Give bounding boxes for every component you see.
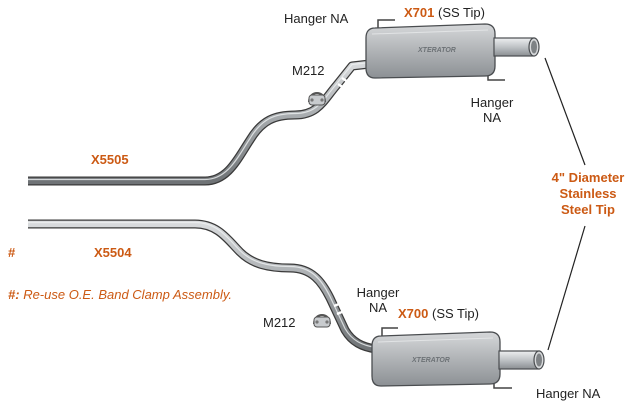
m212-clamp-icon-bottom: [313, 314, 331, 328]
hanger-mid-line-2: NA: [368, 300, 388, 315]
x701-label: X701 (SS Tip): [404, 5, 485, 20]
band-clamp-note: #: Re-use O.E. Band Clamp Assembly.: [8, 287, 232, 302]
muffler-x701: XTERATOR: [365, 19, 540, 81]
stainless-tip-callout: 4" Diameter Stainless Steel Tip: [540, 170, 636, 218]
hash-marker: #: [8, 245, 16, 260]
hanger-mid-line-1: Hanger: [356, 285, 400, 300]
muffler-brand-top: XTERATOR: [417, 47, 456, 54]
x701-tip-note: (SS Tip): [438, 5, 485, 20]
pipe-x5505: [28, 59, 371, 186]
x5505-part-number: X5505: [91, 152, 129, 167]
note-text: Re-use O.E. Band Clamp Assembly.: [23, 287, 232, 302]
tip-callout-line-1: 4" Diameter: [551, 170, 625, 185]
hanger-right-line-1: Hanger: [470, 95, 514, 110]
hanger-right-line-2: NA: [482, 110, 502, 125]
note-hash: #:: [8, 287, 20, 302]
muffler-brand-bottom: XTERATOR: [411, 357, 450, 364]
hanger-na-label-mid: Hanger NA: [355, 285, 401, 315]
m212-clamp-icon-top: [308, 92, 326, 106]
clamp-band-bottom: [333, 300, 348, 316]
tip-callout-line-2: Stainless: [559, 186, 617, 201]
x701-part-number: X701: [404, 5, 435, 20]
hanger-na-label-top: Hanger NA: [284, 11, 349, 26]
x700-tip-note: (SS Tip): [432, 306, 479, 321]
tip-callout-line-3: Steel Tip: [561, 202, 615, 217]
muffler-x700: XTERATOR: [371, 327, 545, 389]
pipe-x5504: [28, 219, 377, 354]
clamp-band-top: [337, 77, 352, 91]
hanger-na-label-bottom: Hanger NA: [536, 386, 601, 401]
x5504-part-number: X5504: [94, 245, 132, 260]
tip-callout-lines: [544, 57, 586, 351]
m212-label-top: M212: [292, 63, 325, 78]
x700-part-number: X700: [398, 306, 429, 321]
hanger-na-label-right: Hanger NA: [470, 95, 514, 125]
m212-label-bottom: M212: [263, 315, 296, 330]
x700-label: X700 (SS Tip): [398, 306, 479, 321]
